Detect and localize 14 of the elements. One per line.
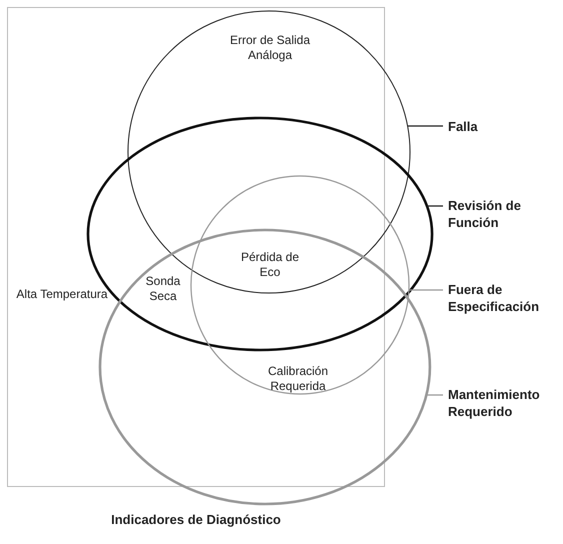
diagram-heading: Indicadores de Diagnóstico [110, 512, 282, 527]
leader-line [426, 394, 443, 396]
region-label: Sonda Seca [144, 274, 182, 304]
leader-line [426, 205, 443, 207]
set-label: Falla [448, 118, 548, 135]
set-circle [188, 173, 412, 397]
region-label: Pérdida de Eco [240, 250, 300, 280]
set-label: Mantenimiento Requerido [448, 386, 558, 420]
set-label: Revisión de Función [448, 197, 548, 231]
set-label: Fuera de Especificación [448, 281, 563, 315]
region-label: Error de Salida Análoga [228, 33, 312, 63]
leader-line [408, 125, 443, 127]
region-label: Calibración Requerida [266, 364, 330, 394]
region-label: Alta Temperatura [15, 287, 109, 302]
